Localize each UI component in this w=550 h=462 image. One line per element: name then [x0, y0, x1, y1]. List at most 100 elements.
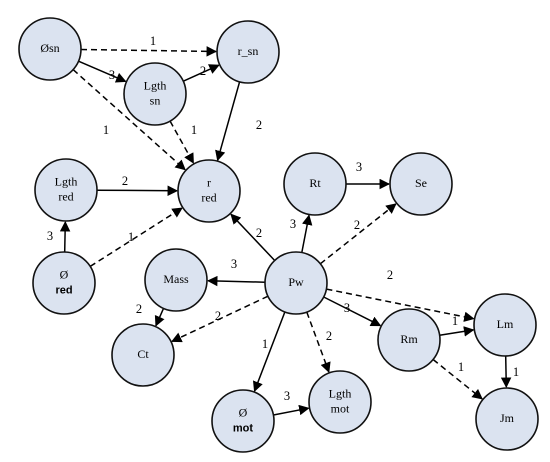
node-rm: Rm — [377, 308, 441, 372]
edge-sn-rsn — [80, 46, 218, 57]
node-circle — [111, 323, 175, 387]
edge-label-mass-ct: 2 — [136, 302, 142, 316]
node-label: Mass — [163, 272, 189, 286]
node-circle — [473, 293, 537, 357]
edge-label-pw-rm: 3 — [344, 301, 350, 315]
node-circle — [123, 62, 187, 126]
node-label: Jm — [500, 411, 515, 425]
edge-label-pw-rt: 3 — [290, 217, 296, 231]
edge-label-pw-se: 2 — [354, 218, 360, 232]
edge-rm-lm — [439, 326, 475, 337]
node-label: mot — [233, 422, 254, 434]
edge-label-rm-lm: 1 — [452, 314, 458, 328]
node-label: red — [58, 189, 73, 203]
node-mass: Mass — [144, 248, 208, 312]
node-pw: Pw — [264, 251, 328, 315]
edge-pw-lm — [326, 288, 475, 322]
node-lm: Lm — [473, 293, 537, 357]
node-circle — [264, 251, 328, 315]
edge-lgthsn-rsn — [182, 64, 220, 82]
edge-pw-rm — [323, 296, 382, 327]
edge-label-pw-lm: 2 — [387, 268, 393, 282]
edge-label-lgthsn-rsn: 2 — [200, 64, 206, 78]
edge-ored-rred — [89, 207, 183, 268]
edge-lgthsn-rred — [169, 120, 195, 164]
edge-label-lm-jm: 1 — [513, 365, 519, 379]
edge-lgthred-rred — [96, 185, 179, 196]
node-label: r_sn — [238, 44, 259, 58]
edge-label-rm-jm: 1 — [458, 360, 464, 374]
node-label: mot — [331, 401, 350, 415]
node-circle — [475, 387, 539, 451]
edge-label-rt-se: 3 — [356, 160, 362, 174]
node-ct: Ct — [111, 323, 175, 387]
node-circle — [389, 152, 453, 216]
node-circle — [177, 159, 241, 223]
node-circle — [216, 20, 280, 84]
edge-omot-lgthmot — [273, 404, 310, 416]
node-label: r — [207, 175, 211, 189]
node-circle — [377, 308, 441, 372]
node-label: Se — [415, 176, 427, 190]
node-label: sn — [150, 93, 161, 107]
edge-pw-lgthmot — [306, 311, 331, 373]
edge-pw-mass — [206, 275, 266, 287]
node-label: Ø — [239, 405, 248, 419]
edge-pw-se — [319, 203, 397, 265]
edge-sn-lgthsn — [78, 60, 127, 83]
node-label: Ct — [137, 347, 149, 361]
node-circle — [18, 17, 82, 81]
edge-rm-jm — [432, 358, 483, 400]
node-label: red — [55, 284, 72, 296]
node-label: Lm — [497, 317, 514, 331]
node-circle — [144, 248, 208, 312]
node-label: Øsn — [40, 41, 59, 55]
edge-label-pw-omot: 1 — [262, 337, 268, 351]
edge-label-sn-rred: 1 — [103, 123, 109, 137]
edge-pw-ct — [171, 295, 269, 343]
node-circle — [211, 389, 275, 453]
edge-label-sn-lgthsn: 3 — [109, 68, 115, 82]
node-label: Lgth — [144, 78, 167, 92]
edge-lm-jm — [500, 355, 512, 389]
node-circle — [283, 152, 347, 216]
edge-label-sn-rsn: 1 — [150, 34, 156, 48]
edge-label-pw-mass: 3 — [231, 257, 237, 271]
node-label: Lgth — [55, 174, 78, 188]
edge-label-ored-rred: 1 — [128, 230, 134, 244]
node-label: Lgth — [329, 386, 352, 400]
edge-label-lgthsn-rred: 1 — [191, 123, 197, 137]
edge-mass-ct — [154, 308, 165, 327]
node-circle — [34, 158, 98, 222]
node-circle — [308, 370, 372, 434]
edge-label-lgthred-rred: 2 — [122, 174, 128, 188]
edge-label-omot-lgthmot: 3 — [284, 389, 290, 403]
edge-pw-rt — [301, 214, 313, 253]
node-jm: Jm — [475, 387, 539, 451]
edges-layer — [59, 46, 512, 416]
edge-label-ored-lgthred: 3 — [47, 229, 53, 243]
edge-label-pw-rred: 2 — [256, 226, 262, 240]
edge-rsn-rred — [215, 81, 241, 162]
node-se: Se — [389, 152, 453, 216]
edge-ored-lgthred — [59, 220, 71, 253]
node-r-sn: r_sn — [216, 20, 280, 84]
node-sn: Øsn — [18, 17, 82, 81]
edge-sn-rred — [72, 69, 186, 171]
node-label: Rt — [309, 176, 321, 190]
edge-label-rsn-rred: 2 — [256, 118, 262, 132]
edge-label-pw-lgthmot: 2 — [326, 329, 332, 343]
node-label: Pw — [288, 275, 304, 289]
node-rt: Rt — [283, 152, 347, 216]
edge-pw-omot — [252, 311, 286, 393]
node-label: Rm — [400, 332, 418, 346]
node-label: red — [201, 190, 216, 204]
